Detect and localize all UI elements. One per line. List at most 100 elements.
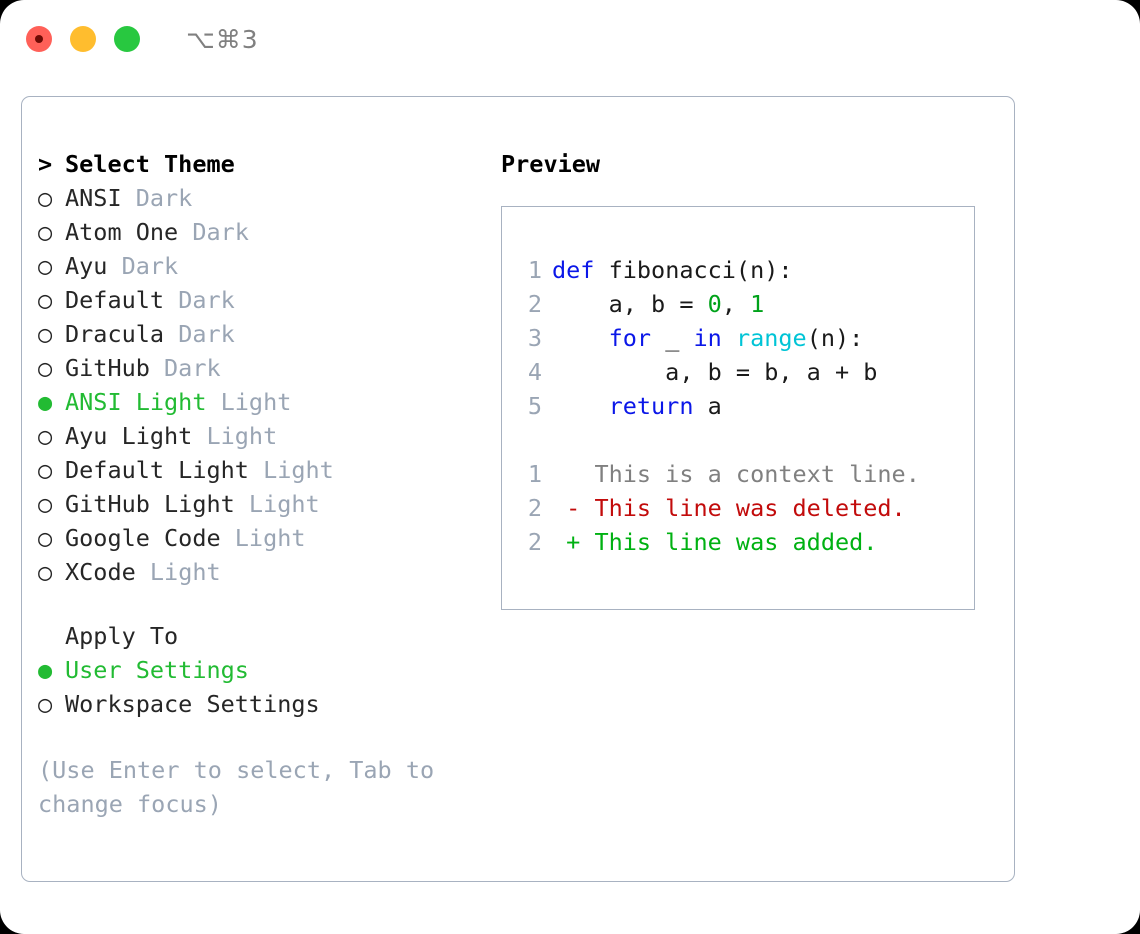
theme-option-label: ANSI Light xyxy=(65,388,207,416)
code-token: , xyxy=(721,290,751,318)
theme-option-ayu[interactable]: ○Ayu Dark xyxy=(38,249,488,283)
radio-selected-icon: ● xyxy=(38,656,53,684)
code-line: 5 return a xyxy=(518,389,920,423)
radio-unselected-icon: ○ xyxy=(38,456,53,484)
code-line: 3 for _ in range(n): xyxy=(518,321,920,355)
code-line: 4 a, b = b, a + b xyxy=(518,355,920,389)
radio-selected-icon: ● xyxy=(38,388,53,416)
theme-option-default[interactable]: ○ Default Dark xyxy=(38,283,488,317)
theme-option-variant: Dark xyxy=(149,354,221,382)
theme-option-variant: Light xyxy=(206,388,292,416)
theme-option-variant: Light xyxy=(234,490,320,518)
apply-to-option-label: Workspace Settings xyxy=(65,690,320,718)
line-number: 1 xyxy=(527,460,542,488)
theme-option-ansi-light[interactable]: ● ANSI Light Light xyxy=(38,385,488,419)
diff-line-text: - This line was deleted. xyxy=(552,494,906,522)
maximize-button[interactable] xyxy=(114,26,140,52)
theme-option-label: Dracula xyxy=(65,320,165,348)
diff-line-ctx: 1 This is a context line. xyxy=(518,457,920,491)
diff-line-del: 2 - This line was deleted. xyxy=(518,491,920,525)
theme-picker-heading: > Select Theme xyxy=(38,147,488,181)
theme-option-label: Google Code xyxy=(65,524,221,552)
theme-option-label: XCode xyxy=(65,558,136,586)
line-number: 1 xyxy=(527,256,542,284)
diff-line-text: This is a context line. xyxy=(552,460,920,488)
theme-option-label: GitHub Light xyxy=(65,490,235,518)
diff-line-text: + This line was added. xyxy=(552,528,878,556)
line-number: 5 xyxy=(527,392,542,420)
theme-option-variant: Dark xyxy=(164,320,235,348)
theme-option-label: Default xyxy=(65,286,165,314)
code-token: fibonacci(n): xyxy=(594,256,793,284)
code-token xyxy=(552,324,609,352)
minimize-button[interactable] xyxy=(70,26,96,52)
theme-option-variant: Dark xyxy=(121,184,193,212)
theme-option-variant: Dark xyxy=(164,286,235,314)
code-token: 0 xyxy=(707,290,722,318)
radio-unselected-icon: ○ xyxy=(38,422,53,450)
window-controls xyxy=(26,26,140,52)
theme-option-github-light[interactable]: ○ GitHub Light Light xyxy=(38,487,488,521)
line-number: 3 xyxy=(527,324,542,352)
theme-option-ansi[interactable]: ○ ANSI Dark xyxy=(38,181,488,215)
theme-option-github[interactable]: ○GitHub Dark xyxy=(38,351,488,385)
code-line: 2 a, b = 0, 1 xyxy=(518,287,920,321)
code-token: 1 xyxy=(750,290,765,318)
theme-option-variant: Light xyxy=(135,558,221,586)
code-token: a, b = xyxy=(552,290,708,318)
line-number: 2 xyxy=(527,528,542,556)
radio-unselected-icon: ○ xyxy=(38,490,53,518)
radio-unselected-icon: ○ xyxy=(38,690,53,718)
code-line: 1 def fibonacci(n): xyxy=(518,253,920,287)
theme-option-xcode[interactable]: ○ XCode Light xyxy=(38,555,488,589)
radio-unselected-icon: ○ xyxy=(38,286,53,314)
diff-line-add: 2 + This line was added. xyxy=(518,525,920,559)
radio-unselected-icon: ○ xyxy=(38,320,53,348)
code-token: return xyxy=(608,392,694,420)
theme-option-ayu-light[interactable]: ○ Ayu Light Light xyxy=(38,419,488,453)
theme-option-dracula[interactable]: ○ Dracula Dark xyxy=(38,317,488,351)
theme-picker-column: >Select Theme ○ANSI Dark○Atom One Dark○A… xyxy=(38,147,488,821)
code-token: range xyxy=(735,324,807,352)
theme-option-label: Default Light xyxy=(65,456,249,484)
prompt-caret-icon: > xyxy=(38,150,53,178)
apply-to-list: ●User Settings ○ Workspace Settings xyxy=(38,653,488,721)
code-token: a xyxy=(693,392,722,420)
apply-to-option-workspace-settings[interactable]: ○ Workspace Settings xyxy=(38,687,488,721)
section-spacer xyxy=(38,589,488,619)
radio-unselected-icon: ○ xyxy=(38,252,53,280)
code-token: (n): xyxy=(806,324,864,352)
theme-option-variant: Dark xyxy=(178,218,249,246)
radio-unselected-icon: ○ xyxy=(38,558,53,586)
code-token: in xyxy=(693,324,722,352)
radio-unselected-icon: ○ xyxy=(38,524,53,552)
theme-option-default-light[interactable]: ○Default Light Light xyxy=(38,453,488,487)
code-token xyxy=(552,392,609,420)
theme-list: ○ANSI Dark○Atom One Dark○Ayu Dark○Defaul… xyxy=(38,181,488,589)
code-token: for xyxy=(608,324,652,352)
keyboard-hint: (Use Enter to select, Tab to change focu… xyxy=(38,756,435,818)
code-token xyxy=(722,324,736,352)
page-title: Select Theme xyxy=(65,150,235,178)
code-token: _ xyxy=(651,324,694,352)
theme-option-variant: Light xyxy=(192,422,278,450)
theme-option-atom-one[interactable]: ○Atom One Dark xyxy=(38,215,488,249)
preview-heading: Preview xyxy=(501,150,601,178)
code-token: def xyxy=(552,256,595,284)
keyboard-shortcut-label: ⌥⌘3 xyxy=(186,24,259,54)
close-button[interactable] xyxy=(26,26,52,52)
theme-option-label: ANSI xyxy=(65,184,122,212)
theme-option-google-code[interactable]: ○ Google Code Light xyxy=(38,521,488,555)
radio-unselected-icon: ○ xyxy=(38,218,53,246)
title-bar: ⌥⌘3 xyxy=(0,0,1140,78)
theme-option-variant: Light xyxy=(220,524,306,552)
code-blank-line xyxy=(518,423,920,457)
theme-option-label: Ayu Light xyxy=(65,422,193,450)
radio-unselected-icon: ○ xyxy=(38,184,53,212)
radio-unselected-icon: ○ xyxy=(38,354,53,382)
apply-to-option-user-settings[interactable]: ●User Settings xyxy=(38,653,488,687)
